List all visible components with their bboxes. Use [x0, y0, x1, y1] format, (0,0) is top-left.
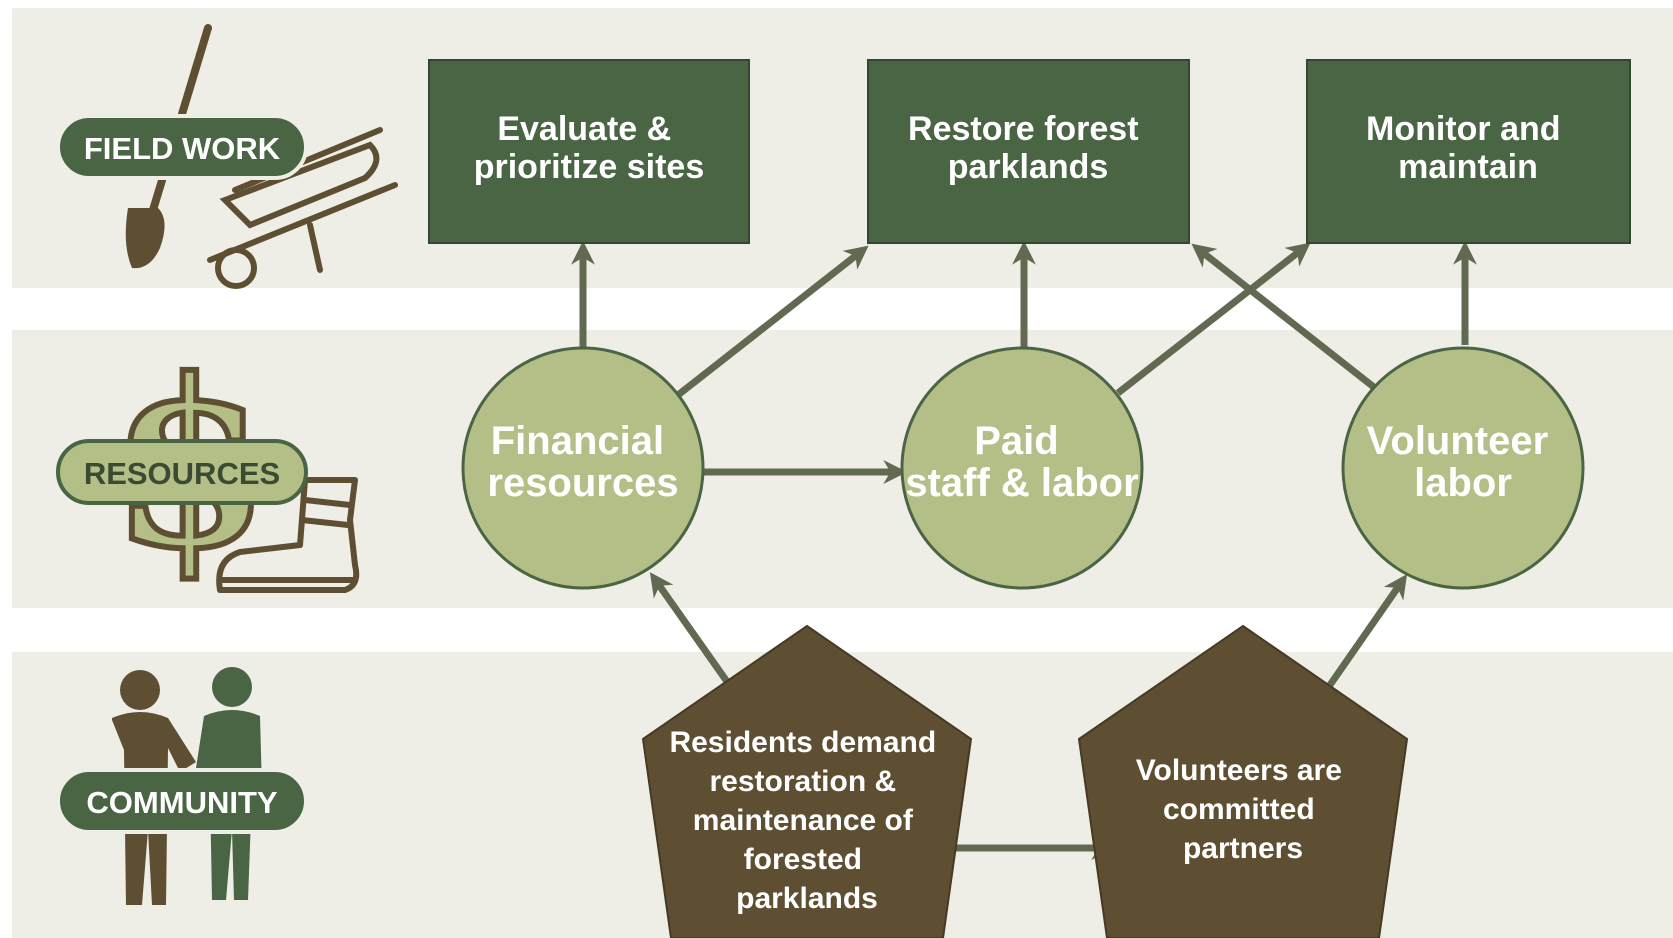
monitor-line-1: Monitor and	[1366, 110, 1561, 148]
svg-text:Paid staff & labor: Paid staff & labor	[905, 419, 1138, 505]
svg-text:Financial resources: Financial resources	[487, 419, 678, 505]
community-pill: COMMUNITY	[56, 768, 308, 834]
evaluate-line-1: Evaluate &	[497, 110, 671, 148]
volunteer-line-2: labor	[1414, 461, 1512, 505]
residents-pentagon: Residents demand restoration & maintenan…	[641, 624, 973, 938]
resources-label: RESOURCES	[84, 456, 280, 491]
resources-pill: RESOURCES	[56, 439, 308, 505]
arrow-volunteer-to-restore	[1191, 243, 1378, 391]
paid-line-2: staff & labor	[905, 461, 1138, 505]
svg-text:Evaluate & prioritize si: Evaluate & prioritize sites	[474, 110, 705, 186]
financial-circle: Financial resources	[461, 346, 705, 590]
restore-box: Restore forest parklands	[867, 59, 1190, 244]
restore-line-2: parklands	[948, 148, 1109, 186]
svg-text:Residents demand restora: Residents demand restoration & maintenan…	[669, 726, 944, 915]
residents-line-1: Residents demand	[669, 726, 936, 759]
evaluate-line-2: prioritize sites	[474, 148, 705, 186]
restore-line-1: Restore forest	[908, 110, 1139, 148]
volunteers-line-3: partners	[1183, 832, 1303, 865]
arrow-paid-to-monitor	[1115, 242, 1311, 396]
community-label: COMMUNITY	[86, 785, 277, 820]
arrow-financial-to-restore	[675, 245, 869, 398]
paid-staff-circle: Paid staff & labor	[900, 346, 1144, 590]
residents-line-4: forested	[744, 843, 862, 876]
residents-line-5: parklands	[736, 882, 878, 915]
field-work-pill: FIELD WORK	[56, 114, 308, 180]
volunteer-labor-circle: Volunteer labor	[1341, 346, 1585, 590]
svg-text:Volunteers are committed: Volunteers are committed partners	[1136, 754, 1351, 865]
volunteer-line-1: Volunteer	[1367, 419, 1549, 463]
financial-line-1: Financial	[491, 419, 664, 463]
volunteers-line-2: committed	[1163, 793, 1315, 826]
connector-arrows	[571, 240, 1477, 860]
field-work-label: FIELD WORK	[84, 131, 281, 166]
svg-text:Restore forest parklands: Restore forest parklands	[908, 110, 1148, 186]
evaluate-box: Evaluate & prioritize sites	[428, 59, 750, 244]
svg-text:Monitor and maintain: Monitor and maintain	[1366, 110, 1570, 186]
svg-text:Volunteer labor: Volunteer labor	[1367, 419, 1560, 505]
monitor-line-2: maintain	[1398, 148, 1538, 186]
residents-line-3: maintenance of	[693, 804, 914, 837]
arrow-volunteers-to-volunteer-labor	[1327, 574, 1408, 687]
hiking-boot-icon	[216, 477, 360, 593]
volunteers-pentagon: Volunteers are committed partners	[1077, 624, 1409, 938]
financial-line-2: resources	[487, 461, 678, 505]
monitor-box: Monitor and maintain	[1306, 59, 1631, 244]
arrow-residents-to-financial	[649, 572, 731, 686]
volunteers-line-1: Volunteers are	[1136, 754, 1342, 787]
paid-line-1: Paid	[974, 419, 1058, 463]
residents-line-2: restoration &	[709, 765, 896, 798]
